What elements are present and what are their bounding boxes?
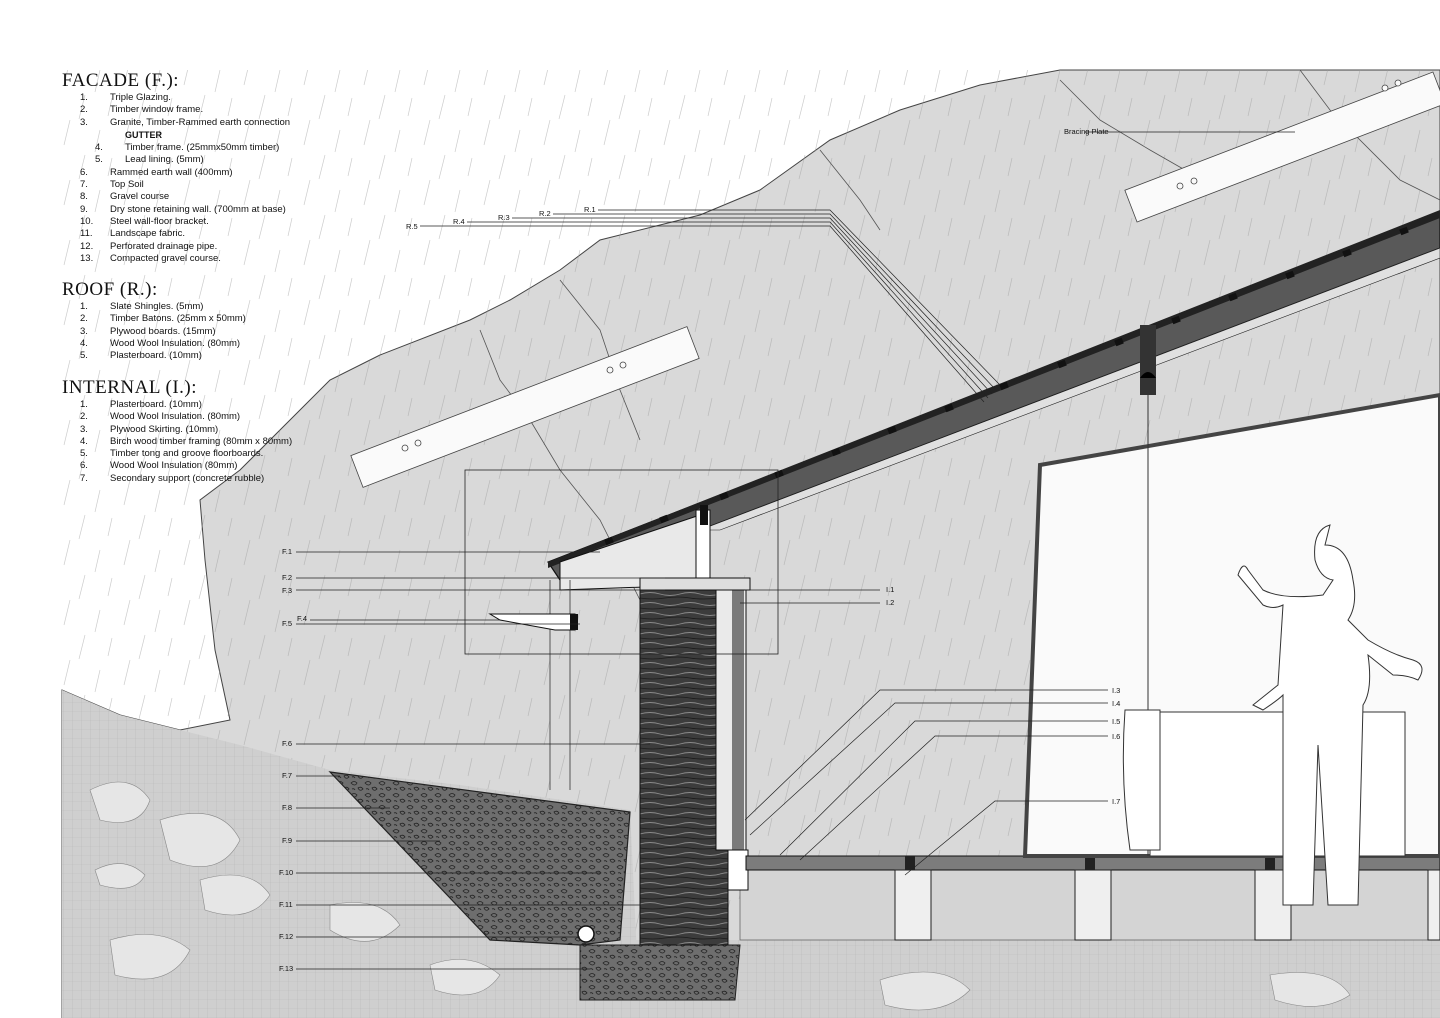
drainage-pipe-icon (577, 925, 595, 943)
legend-facade-list: 1.Triple Glazing. 2.Timber window frame.… (62, 92, 290, 265)
list-item: 3.Plywood boards. (15mm) (80, 325, 216, 337)
list-item: 4.Birch wood timber framing (80mm x 80mm… (80, 435, 293, 447)
bracing-plates (350, 71, 1440, 488)
legend-facade: FACADE (F.): 1.Triple Glazing. 2.Timber … (62, 70, 290, 265)
list-item: 6.Rammed earth wall (400mm) (80, 166, 233, 178)
list-item: 3.Granite, Timber-Rammed earth connectio… (80, 116, 291, 128)
callout-f9: F.9 (282, 836, 293, 845)
legend-facade-title: FACADE (F.): (62, 70, 180, 91)
interior-figure (1122, 524, 1423, 906)
legend-internal-list: 1.Plasterboard. (10mm) 2.Wood Wool Insul… (62, 399, 292, 485)
list-item: 2.Timber window frame. (80, 104, 204, 116)
legend-roof-list: 1.Slate Shingles. (5mm) 2.Timber Batons.… (62, 301, 246, 362)
callout-f5: F.5 (282, 619, 293, 628)
list-item: 9.Dry stone retaining wall. (700mm at ba… (80, 203, 286, 215)
callout-i6: I.6 (1112, 732, 1121, 741)
legend-roof: ROOF (R.): 1.Slate Shingles. (5mm) 2.Tim… (62, 279, 246, 362)
list-item: 13.Compacted gravel course. (80, 252, 221, 264)
list-subheading: GUTTER (125, 129, 162, 140)
list-item: 1.Plasterboard. (10mm) (80, 399, 202, 410)
callout-bracing-plate: Bracing Plate (1064, 127, 1109, 136)
leader-lines (296, 131, 1295, 970)
callout-f3: F.3 (282, 586, 293, 595)
list-item: 11.Landscape fabric. (80, 228, 185, 240)
floor-bracket (727, 849, 749, 891)
list-item: 7.Top Soil (80, 179, 144, 191)
callout-i3: I.3 (1112, 686, 1121, 695)
callout-r4: R.4 (453, 217, 465, 226)
list-item: 5.Lead lining. (5mm) (95, 154, 204, 166)
floor (745, 855, 1440, 941)
list-item: 2.Wood Wool Insulation. (80mm) (80, 411, 241, 423)
callout-f4: F.4 (297, 614, 308, 623)
legend-roof-title: ROOF (R.): (62, 279, 158, 300)
callout-r1: R.1 (584, 205, 596, 214)
callout-r5: R.5 (406, 222, 418, 231)
callout-i1: I.1 (886, 585, 895, 594)
callout-f1: F.1 (282, 547, 293, 556)
callout-f8: F.8 (282, 803, 293, 812)
roof (547, 210, 1440, 856)
list-item: 10.Steel wall-floor bracket. (80, 215, 209, 227)
list-item: 5.Timber tong and groove floorboards. (80, 448, 264, 460)
list-item: 5.Plasterboard. (10mm) (80, 350, 202, 362)
callout-f6: F.6 (282, 739, 293, 748)
callout-f7: F.7 (282, 771, 293, 780)
list-item: 1.Slate Shingles. (5mm) (80, 301, 204, 312)
legend-internal: INTERNAL (I.): 1.Plasterboard. (10mm) 2.… (62, 377, 292, 485)
callout-i2: I.2 (886, 598, 895, 607)
list-item: 1.Triple Glazing. (80, 92, 171, 103)
list-item: 8.Gravel course (80, 191, 170, 203)
callout-f13: F.13 (279, 964, 294, 973)
retaining-wall (328, 771, 631, 946)
gravel-base (579, 944, 741, 1001)
callout-r3: R.3 (498, 213, 510, 222)
callout-i5: I.5 (1112, 717, 1121, 726)
list-item: 4.Timber frame. (25mmx50mm timber) (95, 142, 280, 154)
callout-f11: F.11 (279, 900, 293, 909)
callout-f10: F.10 (279, 868, 294, 877)
callout-f2: F.2 (282, 573, 293, 582)
list-item: 4.Wood Wool Insulation. (80mm) (80, 337, 241, 349)
roof-beam (1140, 325, 1156, 395)
list-item: 7.Secondary support (concrete rubble) (80, 472, 265, 484)
list-item: 6.Wood Wool Insulation (80mm) (80, 460, 238, 472)
legend-internal-title: INTERNAL (I.): (62, 377, 198, 398)
list-item: 12.Perforated drainage pipe. (80, 240, 218, 252)
eaves-detail (488, 505, 751, 790)
callout-f12: F.12 (279, 932, 294, 941)
callout-i7: I.7 (1112, 797, 1121, 806)
list-item: 3.Plywood Skirting. (10mm) (80, 423, 219, 435)
detail-frame (464, 469, 779, 655)
callout-i4: I.4 (1112, 699, 1121, 708)
list-item: 2.Timber Batons. (25mm x 50mm) (80, 313, 246, 325)
callout-r2: R.2 (539, 209, 551, 218)
rammed-earth-wall (639, 589, 729, 946)
